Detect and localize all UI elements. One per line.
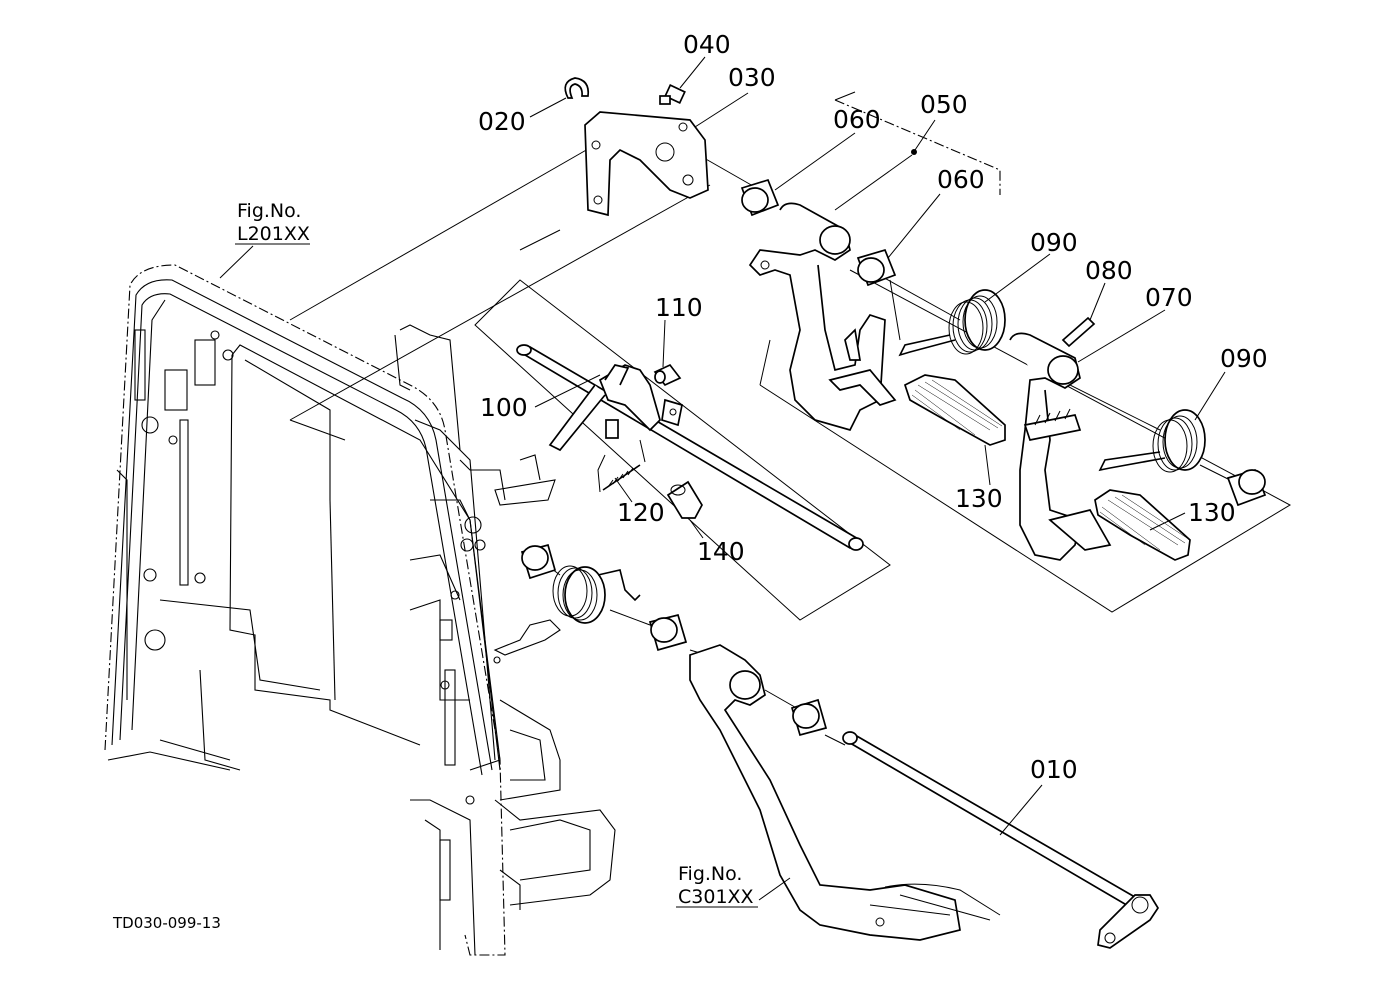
fig-ref-bottom-title: Fig.No. <box>678 863 742 885</box>
part-clutch-pedal <box>689 644 1001 941</box>
label-leaders <box>219 56 1226 901</box>
part-spring-lower <box>552 565 641 624</box>
label-040: 040 <box>683 30 731 59</box>
part-spring-right <box>1098 409 1206 473</box>
label-050: 050 <box>920 90 968 119</box>
part-pedal-shaft <box>842 731 1160 949</box>
label-020: 020 <box>478 107 526 136</box>
label-030: 030 <box>728 63 776 92</box>
figure-ref-left: Fig.No. L201XX <box>235 200 310 245</box>
part-bushing-upper <box>740 178 780 217</box>
part-pin <box>1061 316 1096 348</box>
part-grease-fitting <box>653 363 682 387</box>
label-060-upper: 060 <box>833 105 881 134</box>
part-bushing-middle <box>856 248 897 287</box>
label-130-left: 130 <box>955 484 1003 513</box>
part-bushing-lower-1 <box>520 543 557 580</box>
part-pedal-right <box>1009 332 1112 561</box>
fig-ref-left-title: Fig.No. <box>237 200 301 222</box>
guide-lines <box>289 144 1241 746</box>
part-pedal-pad-2 <box>1094 489 1191 561</box>
diagram-code: TD030-099-13 <box>112 914 221 932</box>
label-070: 070 <box>1145 283 1193 312</box>
fig-ref-left-code: L201XX <box>237 223 310 245</box>
label-010: 010 <box>1030 755 1078 784</box>
frame-panel <box>104 264 616 956</box>
label-080: 080 <box>1085 256 1133 285</box>
label-110: 110 <box>655 293 703 322</box>
part-pedal-upper <box>748 202 897 432</box>
part-bolt <box>659 84 686 105</box>
label-140: 140 <box>697 537 745 566</box>
part-number-labels: 010 020 030 040 050 060 060 070 080 090 … <box>478 30 1268 784</box>
part-bushing-lower-2 <box>648 613 688 652</box>
label-060-lower: 060 <box>937 165 985 194</box>
part-spring-upper <box>898 289 1006 357</box>
part-bushing-right <box>1226 468 1267 507</box>
part-bushing-lower-3 <box>790 698 828 737</box>
part-bracket <box>584 111 709 217</box>
label-100: 100 <box>480 393 528 422</box>
part-return-spring <box>597 439 646 493</box>
label-130-right: 130 <box>1188 498 1236 527</box>
label-090-upper: 090 <box>1030 228 1078 257</box>
label-120: 120 <box>617 498 665 527</box>
part-snap-ring <box>564 77 590 99</box>
label-090-right: 090 <box>1220 344 1268 373</box>
figure-ref-bottom: Fig.No. C301XX <box>676 863 758 908</box>
part-cap <box>666 480 703 519</box>
fig-ref-bottom-code: C301XX <box>678 886 754 908</box>
part-cross-shaft <box>516 344 864 551</box>
part-pedal-pad-1 <box>903 374 1006 446</box>
